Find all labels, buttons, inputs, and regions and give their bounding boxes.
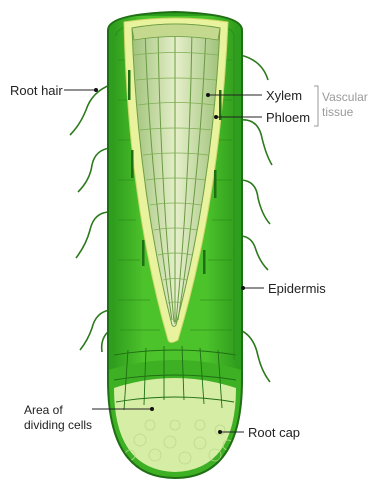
label-phloem: Phloem <box>266 110 310 125</box>
vascular-bracket <box>314 86 318 126</box>
label-vascular-line1: Vascular <box>322 90 368 104</box>
root-hairs-right <box>240 55 272 382</box>
label-epidermis: Epidermis <box>268 281 326 296</box>
root-hairs-left <box>70 85 110 352</box>
label-dividing-line1: Area of <box>24 403 63 417</box>
label-xylem: Xylem <box>266 88 302 103</box>
label-dividing-line2: dividing cells <box>24 418 92 432</box>
label-root-cap: Root cap <box>248 425 300 440</box>
label-vascular-line2: tissue <box>322 105 354 119</box>
label-root-hair: Root hair <box>10 83 63 98</box>
